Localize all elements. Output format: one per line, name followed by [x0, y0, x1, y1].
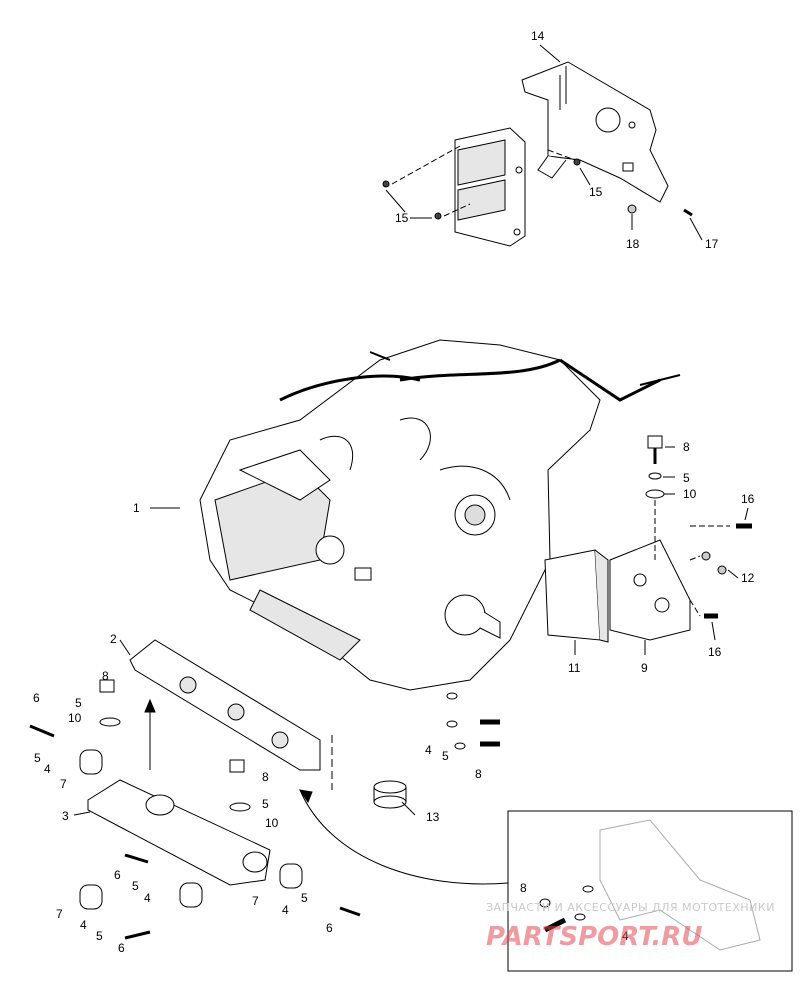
callout-4d: 4	[80, 918, 87, 932]
callout-4a: 4	[44, 762, 51, 776]
callout-4e: 4	[282, 903, 289, 917]
callout-5g: 5	[96, 929, 103, 943]
rail-2	[129, 639, 321, 771]
callout-10a: 10	[683, 487, 697, 501]
callout-4b: 4	[425, 743, 432, 757]
callout-15a: 15	[395, 211, 409, 225]
callout-18: 18	[626, 237, 640, 251]
callout-14: 14	[531, 29, 545, 43]
mount-pad-11	[544, 549, 601, 641]
callout-9: 9	[641, 661, 648, 675]
pad-13	[373, 780, 407, 809]
screw-17	[683, 208, 693, 217]
ecu-module	[454, 127, 526, 247]
callout-7b: 7	[56, 907, 63, 921]
callout-2: 2	[110, 632, 117, 646]
callout-16b: 16	[708, 645, 722, 659]
rubber-mount-7b	[79, 884, 103, 910]
nut-18	[627, 204, 637, 214]
lower-mounts	[29, 639, 500, 940]
callout-5a: 5	[683, 471, 690, 485]
callout-6b: 6	[114, 868, 121, 882]
callout-4c: 4	[144, 891, 151, 905]
callout-8e: 8	[520, 881, 527, 895]
callout-7c: 7	[252, 894, 259, 908]
ecu-bracket-assembly	[382, 61, 693, 247]
callout-13: 13	[426, 810, 440, 824]
plate-3	[87, 779, 271, 886]
rubber-mount-7c	[179, 882, 203, 908]
screw-15c	[573, 158, 581, 166]
watermark-tagline: ЗАПЧАСТИ И АКСЕССУАРЫ ДЛЯ МОТОТЕХНИКИ	[486, 901, 775, 914]
bolt-8-engine	[480, 719, 500, 747]
watermark: ЗАПЧАСТИ И АКСЕССУАРЫ ДЛЯ МОТОТЕХНИКИ PA…	[486, 901, 775, 952]
callout-7a: 7	[60, 777, 67, 791]
watermark-logo: PARTSPORT.RU	[486, 922, 702, 952]
callout-8c: 8	[475, 767, 482, 781]
callout-5e: 5	[262, 797, 269, 811]
callout-6d: 6	[326, 921, 333, 935]
callout-1: 1	[133, 501, 140, 515]
callout-4f: 4	[622, 929, 629, 943]
callout-labels: 1 2 3 14 15 15 18 17 8 5 10 16 12 16 11 …	[33, 29, 755, 955]
callout-3: 3	[62, 809, 69, 823]
engine-assembly	[199, 339, 681, 691]
nut-12a	[701, 551, 711, 561]
leader-lines	[73, 44, 749, 816]
callout-10b: 10	[68, 711, 82, 725]
callout-15b: 15	[589, 185, 603, 199]
right-mount	[544, 435, 752, 643]
callout-16a: 16	[741, 492, 755, 506]
callout-8d: 8	[262, 770, 269, 784]
callout-5c: 5	[34, 751, 41, 765]
bolt-8-right	[647, 435, 663, 464]
callout-8b: 8	[102, 669, 109, 683]
callout-12: 12	[741, 571, 755, 585]
washer-5-right	[648, 472, 662, 480]
nut-12b	[717, 565, 727, 575]
mount-bracket-9	[609, 539, 691, 641]
callout-5d: 5	[442, 749, 449, 763]
screw-15a	[382, 180, 390, 188]
screw-15b	[434, 212, 442, 220]
callout-6a: 6	[33, 691, 40, 705]
rubber-mount-7d	[279, 863, 303, 889]
callout-5h: 5	[301, 891, 308, 905]
callout-5b: 5	[75, 696, 82, 710]
callout-11: 11	[568, 661, 581, 675]
callout-8a: 8	[683, 440, 690, 454]
bracket-14	[521, 61, 669, 203]
callout-10c: 10	[265, 816, 279, 830]
callout-5f: 5	[132, 879, 139, 893]
rubber-mount-7a	[79, 749, 103, 775]
callout-17: 17	[705, 237, 719, 251]
washer-10-right	[645, 489, 665, 499]
callout-6c: 6	[118, 941, 125, 955]
detail-inset	[298, 789, 793, 972]
